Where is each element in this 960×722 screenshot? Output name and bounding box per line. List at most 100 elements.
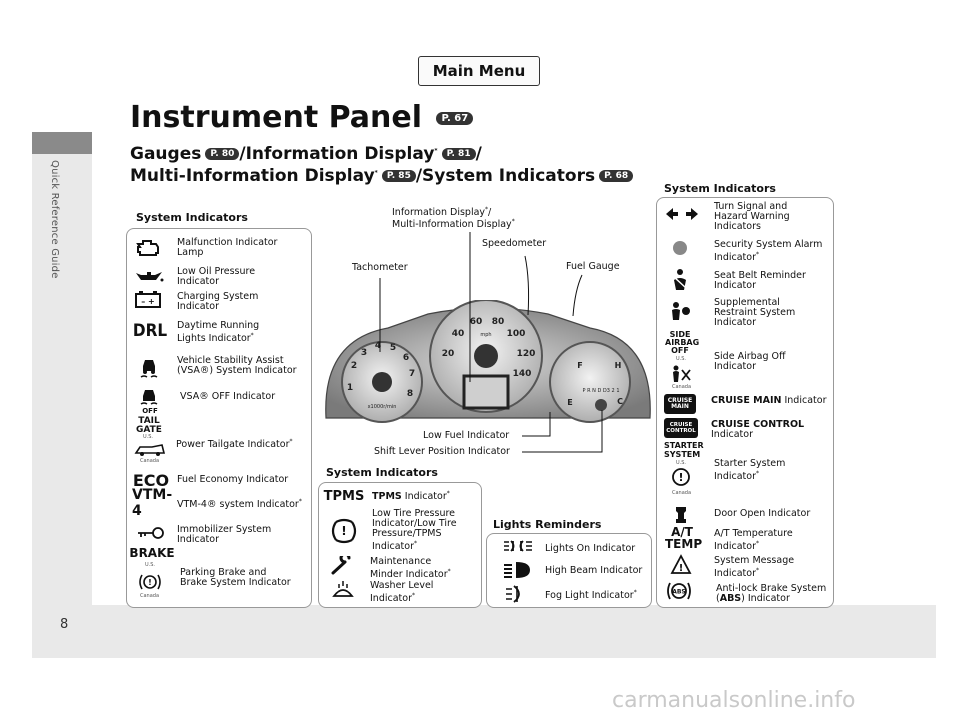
region-canada-label-3: Canada xyxy=(672,384,692,390)
region-canada-label: Canada xyxy=(140,458,160,464)
subtitle-info-display: /Information Display xyxy=(239,144,435,164)
fuel-temp-dial xyxy=(549,341,631,423)
sidebar-label[interactable]: Quick Reference Guide xyxy=(49,160,60,279)
multi-page-ref[interactable]: P. 85 xyxy=(381,170,416,182)
page-number: 8 xyxy=(60,617,69,632)
region-us-label-2: U.S. xyxy=(145,562,156,568)
svg-text:– +: – + xyxy=(141,297,155,306)
svg-text:E: E xyxy=(567,398,572,407)
svg-text:!: ! xyxy=(341,524,346,538)
svg-text:H: H xyxy=(615,361,622,370)
high-beam-icon xyxy=(504,562,530,578)
tailgate-glyph: TAIL GATE xyxy=(136,416,162,435)
tachometer-callout: Tachometer xyxy=(352,262,408,273)
tailgate-car-icon xyxy=(134,444,166,456)
tpms-label: TPMS Indicator* xyxy=(372,490,450,503)
srs-icon xyxy=(672,302,690,320)
svg-text:7: 7 xyxy=(409,369,415,379)
svg-text:40: 40 xyxy=(452,329,465,339)
cruise-control-icon: CRUISE CONTROL xyxy=(664,418,698,438)
brake-icon: BRAKE xyxy=(129,546,175,560)
info-page-ref[interactable]: P. 81 xyxy=(441,148,476,160)
vsa-off-icon: OFF xyxy=(140,390,158,414)
info-display-callout: Information Display*/ Multi-Information … xyxy=(392,206,515,231)
subtitle-line-2: Multi-Information Display*P. 85/System I… xyxy=(130,166,634,186)
drl-icon: DRL xyxy=(132,321,168,341)
svg-text:C: C xyxy=(617,397,623,406)
tailgate-icon: TAIL GATE xyxy=(134,414,164,438)
security-icon xyxy=(673,241,687,255)
abs-icon: ABS xyxy=(667,582,691,600)
check-engine-icon xyxy=(136,240,159,256)
starter-canada-icon: ! xyxy=(672,468,690,486)
subtitle-system-indicators: /System Indicators xyxy=(415,166,596,186)
eco-icon: ECO xyxy=(132,470,170,490)
lights-on-icon xyxy=(504,540,532,552)
svg-text:3: 3 xyxy=(361,348,367,358)
svg-text:5: 5 xyxy=(390,343,396,353)
abs-label: Anti-lock Brake System(ABS) Indicator xyxy=(716,583,827,604)
title-page-ref[interactable]: P. 67 xyxy=(436,112,474,125)
svg-text:120: 120 xyxy=(517,349,536,359)
footer-band xyxy=(32,605,936,658)
callout-lines xyxy=(379,232,603,453)
svg-text:100: 100 xyxy=(507,329,526,339)
main-menu-button[interactable]: Main Menu xyxy=(418,56,540,86)
low-tire-pressure-label: Low Tire Pressure Indicator/Low Tire Pre… xyxy=(372,508,457,553)
lights-on-label: Lights On Indicator xyxy=(545,543,636,554)
svg-text:20: 20 xyxy=(442,349,455,359)
page-title-text: Instrument Panel xyxy=(130,100,423,135)
side-airbag-off-icon: SIDE AIRBAG OFF xyxy=(665,330,700,355)
middle-indicators-box xyxy=(318,482,482,608)
svg-text:ABS: ABS xyxy=(672,589,686,596)
watermark: carmanualsonline.info xyxy=(612,688,856,713)
svg-text:!: ! xyxy=(148,578,152,587)
section-heading-right: System Indicators xyxy=(664,182,776,195)
svg-text:!: ! xyxy=(678,471,683,484)
washer-icon xyxy=(332,581,354,597)
gauges-page-ref[interactable]: P. 80 xyxy=(205,148,240,160)
svg-text:F: F xyxy=(577,361,582,370)
speedometer-callout: Speedometer xyxy=(482,238,547,249)
sidebar-strip xyxy=(32,132,92,658)
wrench-icon xyxy=(331,556,351,575)
fog-light-label: Fog Light Indicator* xyxy=(545,589,637,602)
vsa-label: Vehicle Stability Assist(VSA®) System In… xyxy=(177,355,297,376)
page-title: Instrument Panel P. 67 xyxy=(130,100,474,135)
information-display xyxy=(462,374,510,410)
region-us-label-4: U.S. xyxy=(676,460,687,466)
power-tailgate-label: Power Tailgate Indicator* xyxy=(176,438,293,451)
svg-text:!: ! xyxy=(679,563,684,574)
cruise-main-label: CRUISE MAIN Indicator xyxy=(711,395,827,406)
vtm4-icon: VTM-4 xyxy=(132,487,173,519)
svg-text:OFF: OFF xyxy=(142,407,158,414)
fuel-economy-label: Fuel Economy Indicator xyxy=(177,474,289,485)
section-heading-middle: System Indicators xyxy=(326,466,438,479)
seat-belt-icon xyxy=(673,269,687,290)
sidebar-tab[interactable] xyxy=(32,132,92,154)
svg-text:6: 6 xyxy=(403,353,409,363)
fuel-gauge-callout: Fuel Gauge xyxy=(566,261,620,272)
system-page-ref[interactable]: P. 68 xyxy=(599,170,634,182)
svg-text:80: 80 xyxy=(492,317,505,327)
system-message-icon: ! xyxy=(670,554,692,574)
subtitle-gauges: Gauges xyxy=(130,144,202,164)
instrument-cluster: 1 2 3 4 5 6 7 8 x1000r/min 20 40 60 80 1… xyxy=(325,300,651,423)
svg-text:4: 4 xyxy=(375,341,381,351)
region-us-label-3: U.S. xyxy=(676,356,687,362)
svg-text:1: 1 xyxy=(347,383,353,393)
starter-system-icon: STARTER SYSTEM xyxy=(664,441,704,459)
side-airbag-canada-icon xyxy=(673,365,691,382)
